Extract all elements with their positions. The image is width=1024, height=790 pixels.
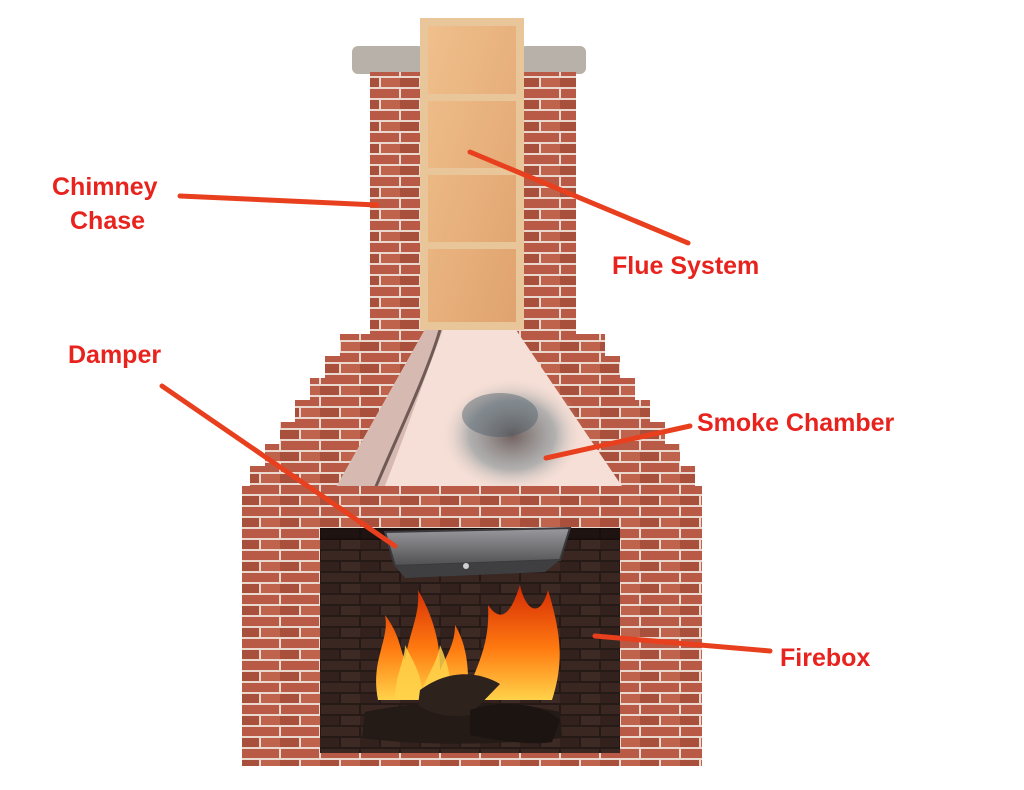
damper-bolt [463, 563, 469, 569]
damper-leader [159, 383, 398, 549]
soot-stain [440, 377, 584, 493]
fire-log [470, 704, 560, 744]
damper [383, 526, 572, 568]
flue-joint [424, 94, 520, 101]
chimney-cap-right [520, 46, 586, 74]
fire-flames [376, 585, 560, 700]
flue-system-label: Flue System [612, 252, 759, 280]
flue-system-leader [467, 149, 691, 246]
damper-plate [395, 560, 560, 578]
firebox-leader [592, 633, 773, 654]
chimney-chase-label-line1: Chimney [52, 173, 158, 201]
smoke-chamber-label: Smoke Chamber [697, 409, 895, 437]
chimney-cap-left [352, 46, 424, 74]
damper-label: Damper [68, 341, 161, 369]
firebox-label: Firebox [780, 644, 870, 672]
fire-log [418, 674, 500, 716]
flue-joint [424, 242, 520, 249]
smoke-chamber-leader [543, 423, 693, 461]
flue-joint [424, 168, 520, 175]
smoke-stain-line [370, 329, 442, 497]
smoke-chamber-shading [330, 324, 445, 498]
soot-stain-core [462, 393, 538, 437]
chimney-chase-label-line2: Chase [70, 207, 145, 235]
chimney-chase-leader [177, 193, 380, 208]
